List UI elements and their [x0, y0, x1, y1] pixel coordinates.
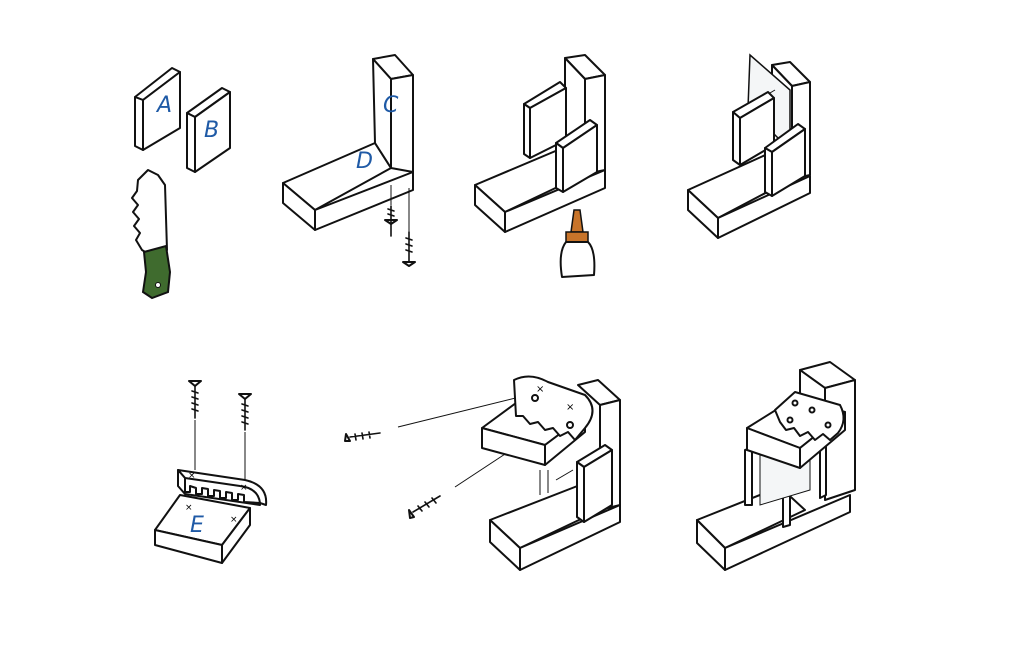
panel-a: A: [134, 67, 181, 151]
saw-icon: [131, 169, 172, 300]
screw-icon: [188, 380, 202, 419]
step-4-glass-insert: [687, 53, 811, 239]
screw-icon: [402, 231, 416, 267]
label-a: A: [155, 93, 172, 118]
step-7-finished: [696, 361, 856, 571]
hole-mark: ×: [188, 471, 196, 481]
step-6-attach-top: × ×: [344, 375, 621, 571]
screw-icon: [344, 431, 381, 442]
label-c: C: [383, 93, 399, 118]
screw-icon: [408, 495, 441, 519]
panel-e: E × ×: [154, 494, 251, 564]
svg-text:×: ×: [566, 402, 574, 413]
label-b: B: [204, 118, 219, 143]
panel-b: B: [186, 87, 231, 173]
step-5-part-e: × × E × ×: [154, 380, 268, 564]
step-1-parts: A B: [131, 67, 231, 300]
step-3-side-panels-glue: [474, 54, 606, 278]
hole-mark: ×: [240, 483, 248, 493]
glue-bottle-icon: [559, 209, 596, 278]
toothed-bracket: × ×: [177, 469, 268, 506]
screw-icon: [384, 205, 398, 237]
label-d: D: [356, 149, 373, 174]
svg-text:×: ×: [185, 503, 193, 513]
svg-text:×: ×: [230, 515, 238, 525]
screw-icon: [238, 393, 252, 431]
label-e: E: [190, 513, 204, 538]
svg-text:×: ×: [536, 384, 544, 395]
step-2-base-and-back: C D: [282, 54, 416, 267]
